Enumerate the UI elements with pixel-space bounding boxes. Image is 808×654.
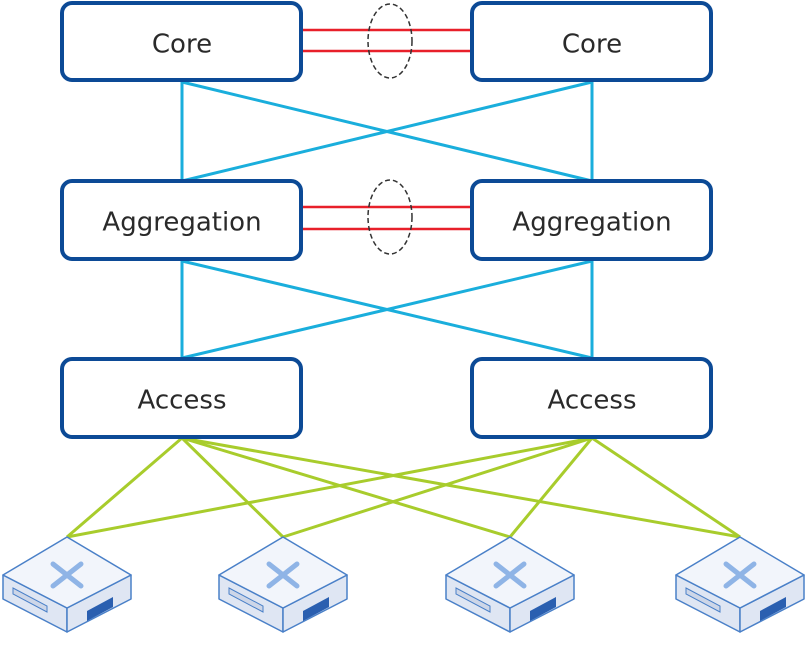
link-access-right-device-2 [282,436,593,539]
access-node-left-label: Access [137,386,226,416]
access-device-links [66,436,741,539]
link-access-left-device-4 [181,436,741,539]
aggregation-lag [302,179,471,255]
link-agg-right-access-left [181,259,593,360]
access-node-right-box [470,357,713,439]
end-devices [2,536,805,633]
network-switch-icon [445,536,575,633]
device-switch-symbol [723,561,757,589]
aggregation-node-right[interactable]: Aggregation [470,179,713,261]
aggregation-node-left-label: Aggregation [102,208,261,238]
link-access-right-device-4 [591,436,741,539]
device-switch-symbol [266,561,300,589]
device-port-slot [228,587,264,613]
device-accent-block [87,597,113,621]
aggregation-node-left-box [60,179,303,261]
network-switch-icon [218,536,348,633]
core-lag [302,3,471,79]
core-node-left-label: Core [152,30,212,60]
core-node-left[interactable]: Core [60,1,303,82]
aggregation-node-right-box [470,179,713,261]
core-node-left-box [60,1,303,82]
network-switch-icon [2,536,132,633]
network-switch-icon [675,536,805,633]
access-node-right-label: Access [547,386,636,416]
link-access-left-device-3 [181,436,511,539]
aggregation-node-right-label: Aggregation [512,208,671,238]
access-node-right[interactable]: Access [470,357,713,439]
agg-lag-bundle-ellipse [367,179,413,255]
device-switch-symbol [493,561,527,589]
device-port-slot [12,587,48,613]
aggregation-node-left[interactable]: Aggregation [60,179,303,261]
aggregation-access-links [180,259,594,360]
device-accent-block [530,597,556,621]
device-accent-block [303,597,329,621]
access-node-left[interactable]: Access [60,357,303,439]
core-node-right[interactable]: Core [470,1,713,82]
device-port-slot [685,587,721,613]
link-access-right-device-3 [508,437,594,538]
core-node-right-box [470,1,713,82]
device-switch-symbol [50,561,84,589]
link-access-left-device-2 [180,436,285,539]
core-aggregation-links [180,80,594,183]
link-access-left-device-1 [66,436,183,539]
core-node-right-label: Core [562,30,622,60]
access-node-left-box [60,357,303,439]
device-port-slot [455,587,491,613]
link-access-right-device-1 [66,436,593,539]
core-lag-bundle-ellipse [367,3,413,79]
device-accent-block [760,597,786,621]
link-core-right-agg-left [181,80,593,183]
